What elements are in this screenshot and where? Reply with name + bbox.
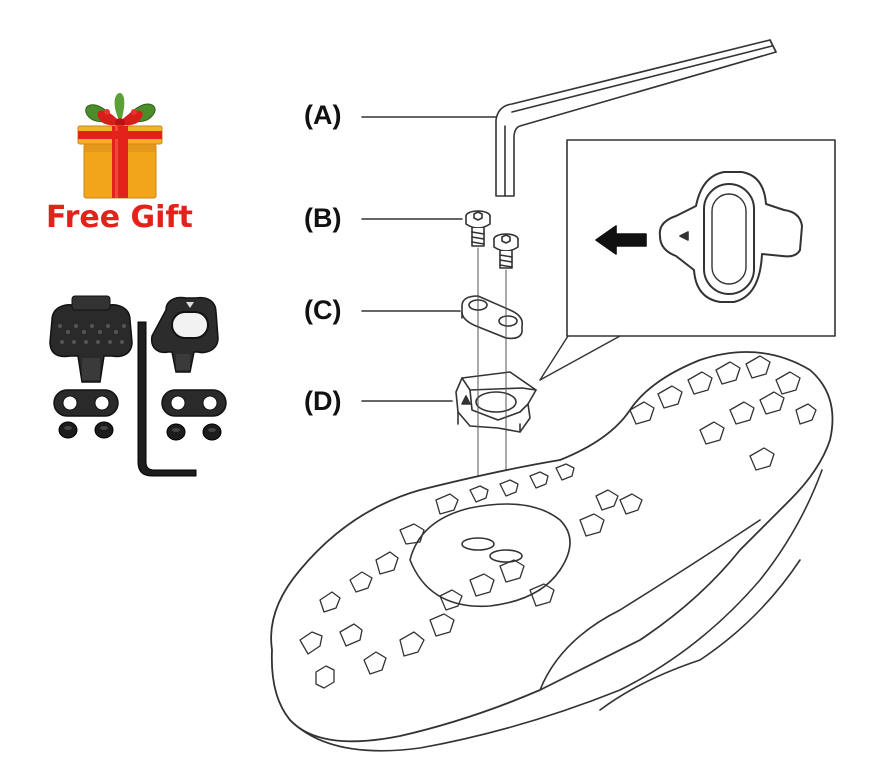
bolt-left <box>465 210 491 247</box>
shoe-sole-drawing <box>270 351 834 752</box>
left-cleat <box>49 295 133 383</box>
bolt-right <box>493 233 519 269</box>
cleat-drawing <box>455 371 537 433</box>
spacer-plate-drawing <box>461 295 524 340</box>
hex-key <box>137 321 197 477</box>
right-spacer <box>161 389 227 417</box>
inset-detail-box <box>539 139 836 381</box>
washers <box>58 421 222 441</box>
left-spacer <box>53 389 119 417</box>
free-gift-label: Free Gift <box>46 200 193 235</box>
hex-key-drawing <box>495 39 777 197</box>
callout-label-d: (D) <box>304 386 342 416</box>
callout-label-c: (C) <box>304 295 342 325</box>
right-cleat <box>150 296 219 373</box>
callout-label-b: (B) <box>304 203 342 233</box>
arrow-left-icon <box>595 225 647 255</box>
gift-box-icon <box>77 93 163 199</box>
callout-label-a: (A) <box>304 100 342 130</box>
cleat-set-product-photo <box>34 290 239 480</box>
